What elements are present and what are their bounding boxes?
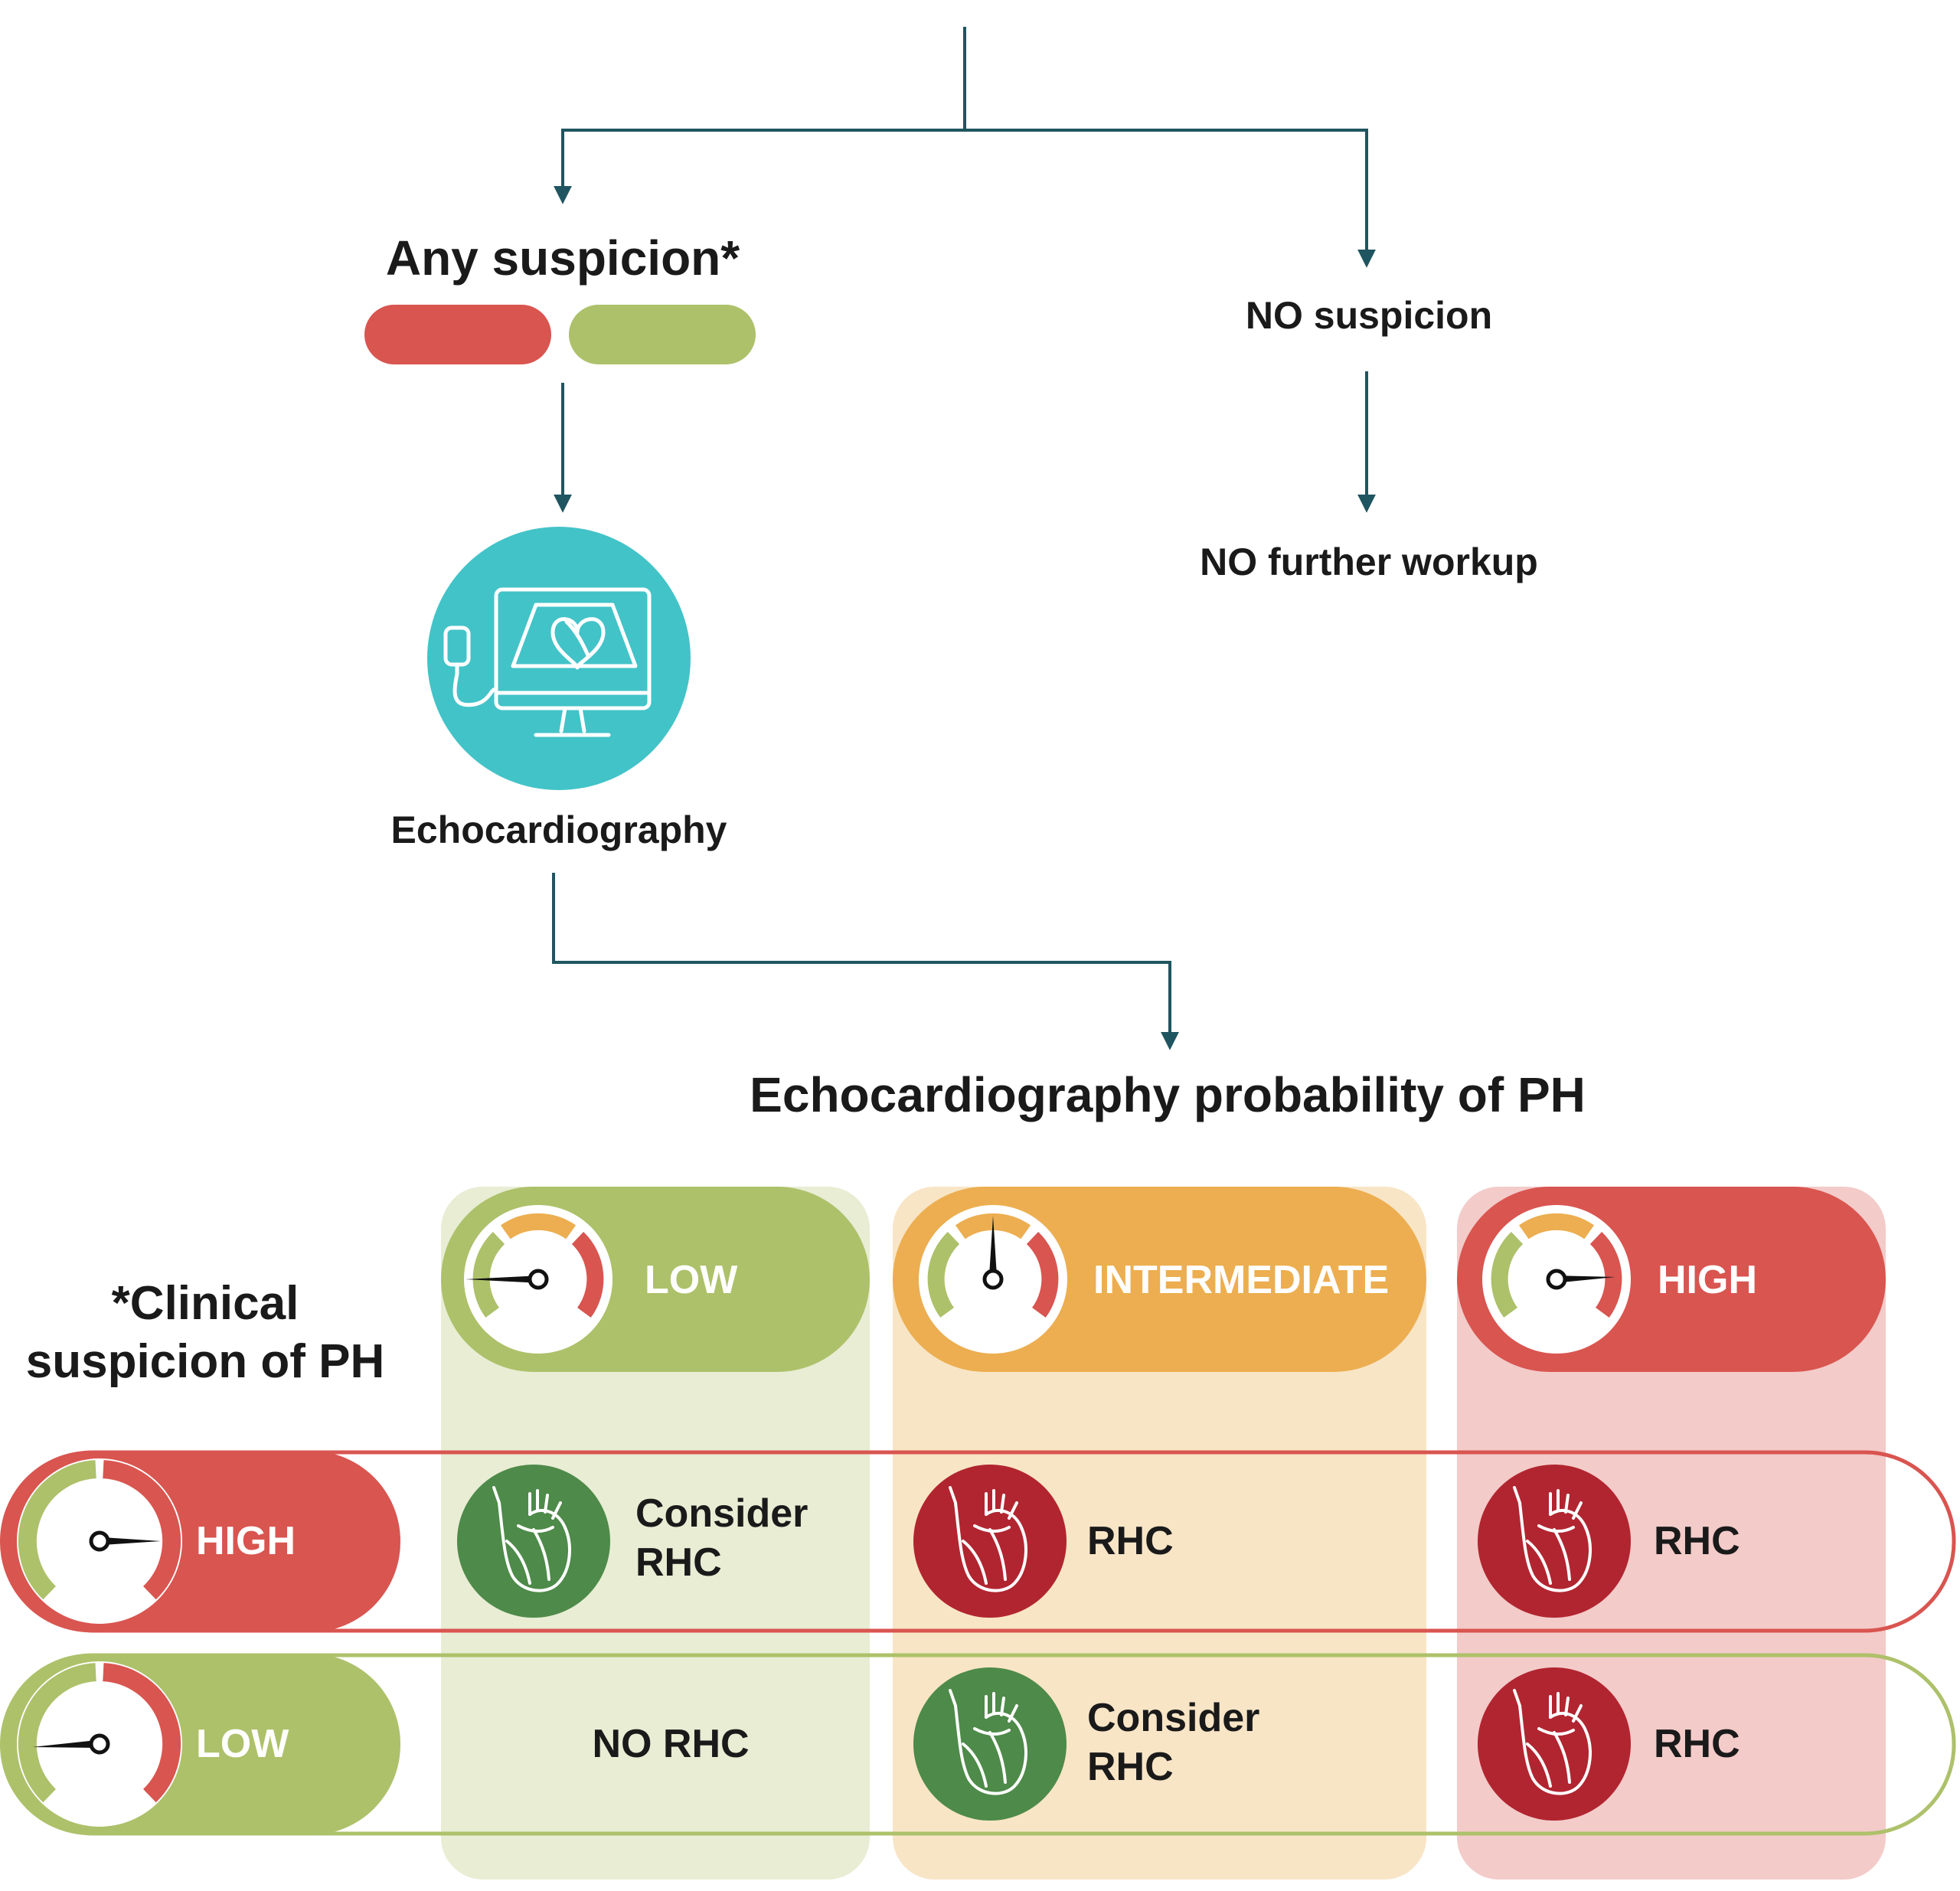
any-suspicion-label: Any suspicion*: [385, 230, 740, 286]
heart-icon-high-low: [457, 1465, 610, 1618]
cell-high-intermediate: RHC: [1087, 1519, 1174, 1563]
connector-branch-left: [554, 129, 965, 204]
heart-icon-high-intermediate: [913, 1465, 1067, 1618]
echocardiography-label: Echocardiography: [390, 808, 727, 851]
row-label-low: LOW: [196, 1722, 289, 1766]
ultrasound-monitor-icon: [427, 527, 691, 790]
connector-branch-right: [965, 129, 1376, 268]
column-label-high: HIGH: [1658, 1258, 1757, 1302]
connector-to-probability: [552, 873, 1179, 1050]
cell-high-low: Consider RHC: [635, 1491, 808, 1585]
no-further-workup-label: NO further workup: [1200, 541, 1538, 583]
column-label-intermediate: INTERMEDIATE: [1093, 1258, 1390, 1302]
suspicion-pill-red: [364, 305, 551, 364]
cell-low-low: NO RHC: [592, 1722, 750, 1766]
cell-low-high: RHC: [1654, 1722, 1740, 1766]
gauge-icon-intermediate: [919, 1205, 1067, 1354]
probability-title: Echocardiography probability of PH: [750, 1067, 1586, 1122]
no-suspicion-label: NO suspicion: [1245, 294, 1493, 337]
heart-icon-low-intermediate: [913, 1667, 1067, 1821]
gauge-icon-row-high: [17, 1458, 182, 1624]
heart-icon-high-high: [1478, 1465, 1631, 1618]
gauge-icon-high: [1482, 1205, 1631, 1354]
row-label-high: HIGH: [196, 1519, 296, 1563]
gauge-icon-low: [464, 1205, 612, 1354]
suspicion-pill-green: [569, 305, 756, 364]
heart-icon-low-high: [1478, 1667, 1631, 1821]
connectors: [552, 27, 1376, 1050]
column-label-low: LOW: [645, 1258, 738, 1302]
cell-high-high: RHC: [1654, 1519, 1740, 1563]
cell-low-intermediate: Consider RHC: [1087, 1696, 1260, 1789]
clinical-suspicion-header: *Clinical suspicion of PH: [25, 1277, 385, 1388]
gauge-icon-row-low: [17, 1661, 182, 1827]
